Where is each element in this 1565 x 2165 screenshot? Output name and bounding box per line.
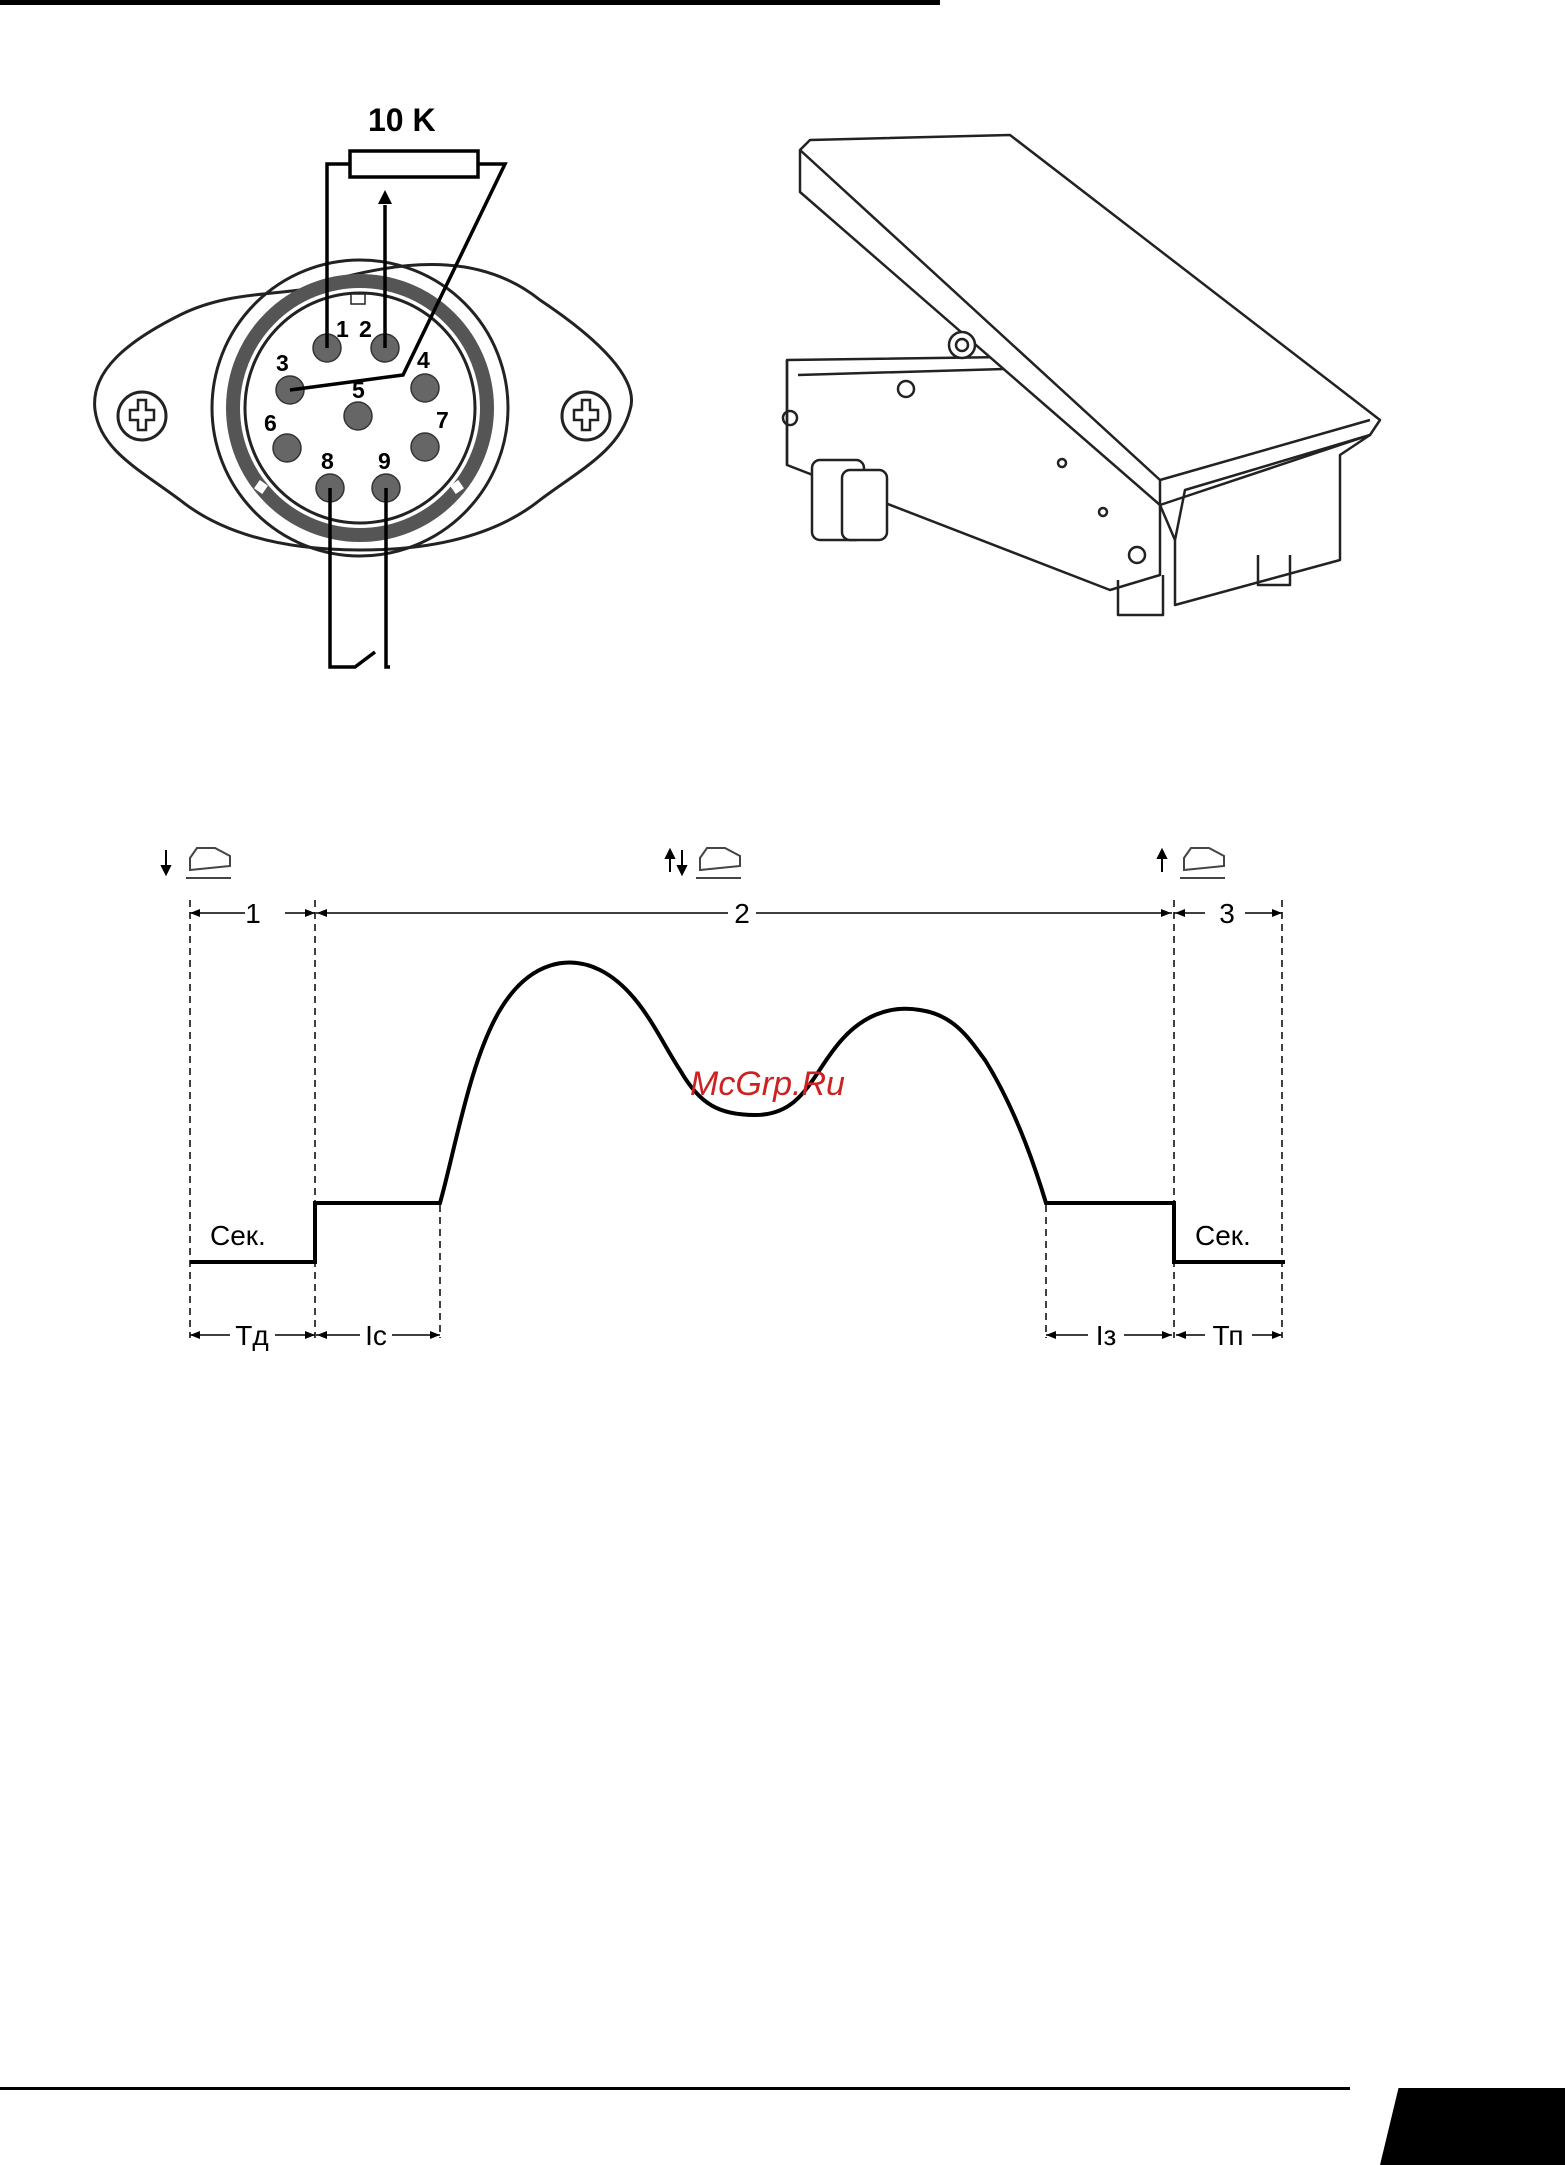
pin-5 — [344, 402, 372, 430]
wiper-arrow-icon — [378, 190, 392, 204]
pin-label-8: 8 — [321, 448, 334, 474]
connector-diagram: 1 2 3 4 5 6 7 8 9 10 K — [95, 102, 632, 667]
pedal-press-icon — [162, 848, 231, 878]
pin-label-1: 1 — [336, 316, 349, 342]
bottom-rule — [0, 2087, 1350, 2090]
connector-key — [351, 294, 365, 304]
interval-label-ic: Iс — [365, 1320, 387, 1351]
phase-label-3: 3 — [1219, 898, 1235, 929]
level-label-right: Сек. — [1195, 1220, 1251, 1251]
timing-diagram: 1 2 3 Сек. Сек. Тд Iс Iз Тп McGrp.Ru — [162, 848, 1285, 1351]
foot-pedal-illustration — [783, 135, 1380, 615]
resistor-symbol — [350, 151, 478, 177]
pedal-press-release-icon — [666, 848, 741, 878]
pin-7 — [411, 433, 439, 461]
level-label-left: Сек. — [210, 1220, 266, 1251]
page-number-tab — [1380, 2088, 1565, 2165]
pin-4 — [411, 374, 439, 402]
pedal-release-icon — [1158, 848, 1225, 878]
pin-label-7: 7 — [436, 407, 449, 433]
resistor-label: 10 K — [368, 102, 436, 138]
pin-label-2: 2 — [359, 316, 372, 342]
phase-label-1: 1 — [245, 898, 261, 929]
pin-label-6: 6 — [264, 410, 277, 436]
pin-label-9: 9 — [378, 448, 391, 474]
screw-left-icon — [118, 392, 166, 440]
pin-6 — [273, 434, 301, 462]
pin-label-3: 3 — [276, 350, 289, 376]
interval-label-tp: Тп — [1212, 1320, 1243, 1351]
watermark: McGrp.Ru — [690, 1065, 845, 1103]
interval-label-iz: Iз — [1096, 1320, 1117, 1351]
wire-switch — [330, 488, 390, 667]
pin-label-4: 4 — [417, 347, 430, 373]
interval-label-td: Тд — [235, 1320, 268, 1351]
current-waveform — [190, 963, 1285, 1262]
phase-label-2: 2 — [734, 898, 750, 929]
screw-right-icon — [562, 392, 610, 440]
